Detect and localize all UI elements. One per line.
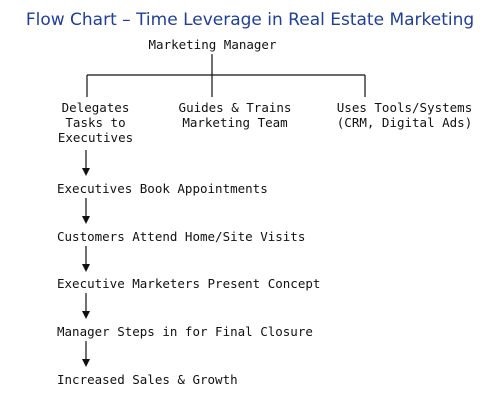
node-attend-visits: Customers Attend Home/Site Visits <box>57 229 306 244</box>
node-marketing-manager: Marketing Manager <box>148 37 277 52</box>
node-present-concept: Executive Marketers Present Concept <box>57 276 321 291</box>
arrow-1-head <box>82 168 90 176</box>
arrow-2-head <box>82 216 90 224</box>
diagram-title: Flow Chart – Time Leverage in Real Estat… <box>25 10 475 30</box>
node-final-closure: Manager Steps in for Final Closure <box>57 324 313 339</box>
arrow-5-head <box>82 359 90 367</box>
node-uses-tools: Uses Tools/Systems (CRM, Digital Ads) <box>336 100 473 130</box>
arrow-3-head <box>82 264 90 272</box>
arrow-4-head <box>82 311 90 319</box>
node-increased-sales: Increased Sales & Growth <box>57 372 238 387</box>
node-guides-trains: Guides & Trains Marketing Team <box>178 100 292 130</box>
node-book-appointments: Executives Book Appointments <box>57 181 268 196</box>
node-delegates-tasks: Delegates Tasks to Executives <box>57 100 134 145</box>
